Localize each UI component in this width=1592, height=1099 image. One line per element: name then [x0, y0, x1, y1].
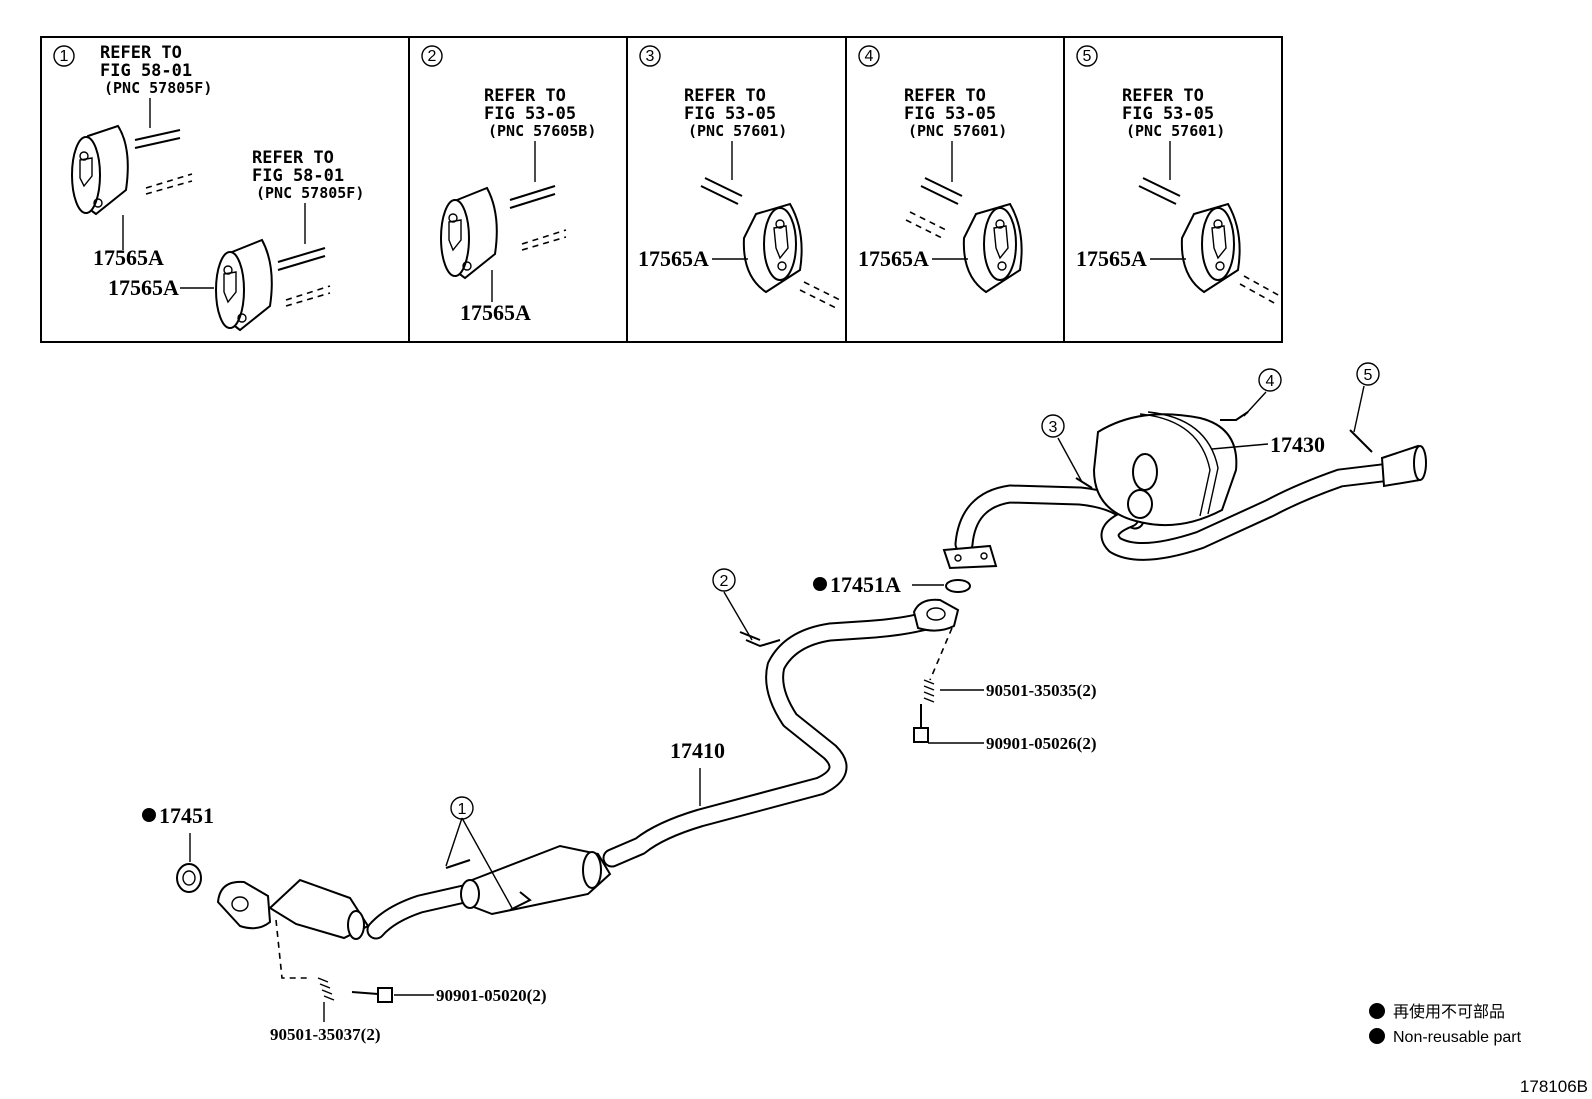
- gasket-front-icon: [176, 863, 202, 893]
- hanger-icon: [742, 202, 803, 294]
- inset-number-circle: [53, 45, 75, 67]
- pnc-label: (PNC 57605B): [488, 122, 596, 140]
- part-number-hanger: 17565A: [93, 245, 164, 270]
- pnc-label: (PNC 57601): [688, 122, 787, 140]
- pnc-label: (PNC 57601): [1126, 122, 1225, 140]
- spring-mid-icon: [923, 679, 935, 703]
- callout-3: 3: [1041, 414, 1065, 438]
- part-number-spring-mid: 90501-35035(2): [986, 681, 1096, 700]
- part-number-hanger: 17565A: [858, 246, 929, 271]
- inset-number-circle: [858, 45, 880, 67]
- inset-1: 1 REFER TO FIG 58-01 (PNC 57805F) REFER …: [53, 43, 364, 332]
- hanger-icon: [71, 124, 129, 216]
- part-number-hanger: 17565A: [108, 275, 179, 300]
- gasket-mid-icon: [945, 579, 971, 593]
- legend-marker: [1369, 1028, 1385, 1044]
- inset-number-circle: [421, 45, 443, 67]
- callout-4: 4: [1258, 368, 1282, 392]
- part-number-gasket-mid: 17451A: [830, 572, 901, 597]
- part-number-hanger: 17565A: [638, 246, 709, 271]
- part-number-hanger: 17565A: [1076, 246, 1147, 271]
- pnc-label: (PNC 57805F): [256, 184, 364, 202]
- inset-number: 1: [60, 48, 69, 65]
- non-reusable-marker: [142, 808, 156, 822]
- inset-number: 3: [646, 48, 655, 65]
- pipe-hangers: [445, 411, 1373, 911]
- legend-jp: 再使用不可部品: [1393, 1003, 1505, 1021]
- fig-label: FIG 53-05: [484, 104, 576, 124]
- legend: 再使用不可部品 Non-reusable part: [1369, 1003, 1522, 1046]
- callout-number: 3: [1049, 419, 1058, 436]
- inset-2: 2 REFER TO FIG 53-05 (PNC 57605B) 17565A: [421, 45, 596, 325]
- callout-1: 1: [450, 796, 474, 820]
- part-number-spring-front: 90501-35037(2): [270, 1025, 380, 1044]
- callout-number: 2: [720, 573, 729, 590]
- fig-label: FIG 58-01: [252, 166, 344, 186]
- spring-front-icon: [317, 977, 335, 1001]
- hanger-icon: [1180, 202, 1241, 294]
- leader-lines: [189, 385, 1365, 1022]
- legend-en: Non-reusable part: [1393, 1029, 1522, 1046]
- refer-label: REFER TO: [484, 86, 566, 106]
- inset-4: 4 REFER TO FIG 53-05 (PNC 57601) 17565A: [858, 45, 1023, 294]
- hanger-icon: [215, 238, 273, 332]
- pnc-label: (PNC 57805F): [104, 79, 212, 97]
- hanger-icon: [440, 186, 498, 280]
- bolt-mid-icon: [913, 704, 929, 743]
- callout-number: 1: [458, 801, 467, 818]
- pnc-label: (PNC 57601): [908, 122, 1007, 140]
- fig-label: FIG 53-05: [904, 104, 996, 124]
- refer-label: REFER TO: [1122, 86, 1204, 106]
- part-number-muffler: 17430: [1270, 432, 1325, 457]
- fig-label: FIG 53-05: [1122, 104, 1214, 124]
- inset-number: 5: [1083, 48, 1092, 65]
- bolt-front-icon: [351, 987, 393, 1003]
- refer-label: REFER TO: [252, 148, 334, 168]
- exhaust-pipe-assembly: [216, 598, 960, 940]
- callout-number: 5: [1364, 367, 1373, 384]
- fig-label: FIG 53-05: [684, 104, 776, 124]
- inset-5: 5 REFER TO FIG 53-05 (PNC 57601) 17565A: [1076, 45, 1281, 305]
- part-number-hanger: 17565A: [460, 300, 531, 325]
- inset-3: 3 REFER TO FIG 53-05 (PNC 57601) 17565A: [638, 45, 841, 309]
- refer-label: REFER TO: [684, 86, 766, 106]
- part-number-exhaust-pipe: 17410: [670, 738, 725, 763]
- refer-label: REFER TO: [904, 86, 986, 106]
- part-number-bolt-front: 90901-05020(2): [436, 986, 546, 1005]
- part-number-gasket-front: 17451: [159, 803, 214, 828]
- fig-label: FIG 58-01: [100, 61, 192, 81]
- inset-number: 2: [428, 48, 437, 65]
- inset-panels: [40, 36, 1283, 343]
- non-reusable-marker: [813, 577, 827, 591]
- callout-5: 5: [1356, 362, 1380, 386]
- callout-2: 2: [712, 568, 736, 592]
- legend-marker: [1369, 1003, 1385, 1019]
- callout-number: 4: [1266, 373, 1275, 390]
- inset-number-circle: [639, 45, 661, 67]
- refer-label: REFER TO: [100, 43, 182, 63]
- figure-id: 178106B: [1520, 1077, 1588, 1096]
- hanger-icon: [962, 202, 1023, 294]
- part-number-bolt-mid: 90901-05026(2): [986, 734, 1096, 753]
- inset-number: 4: [865, 48, 874, 65]
- inset-number-circle: [1076, 45, 1098, 67]
- muffler-icon: [1092, 411, 1238, 527]
